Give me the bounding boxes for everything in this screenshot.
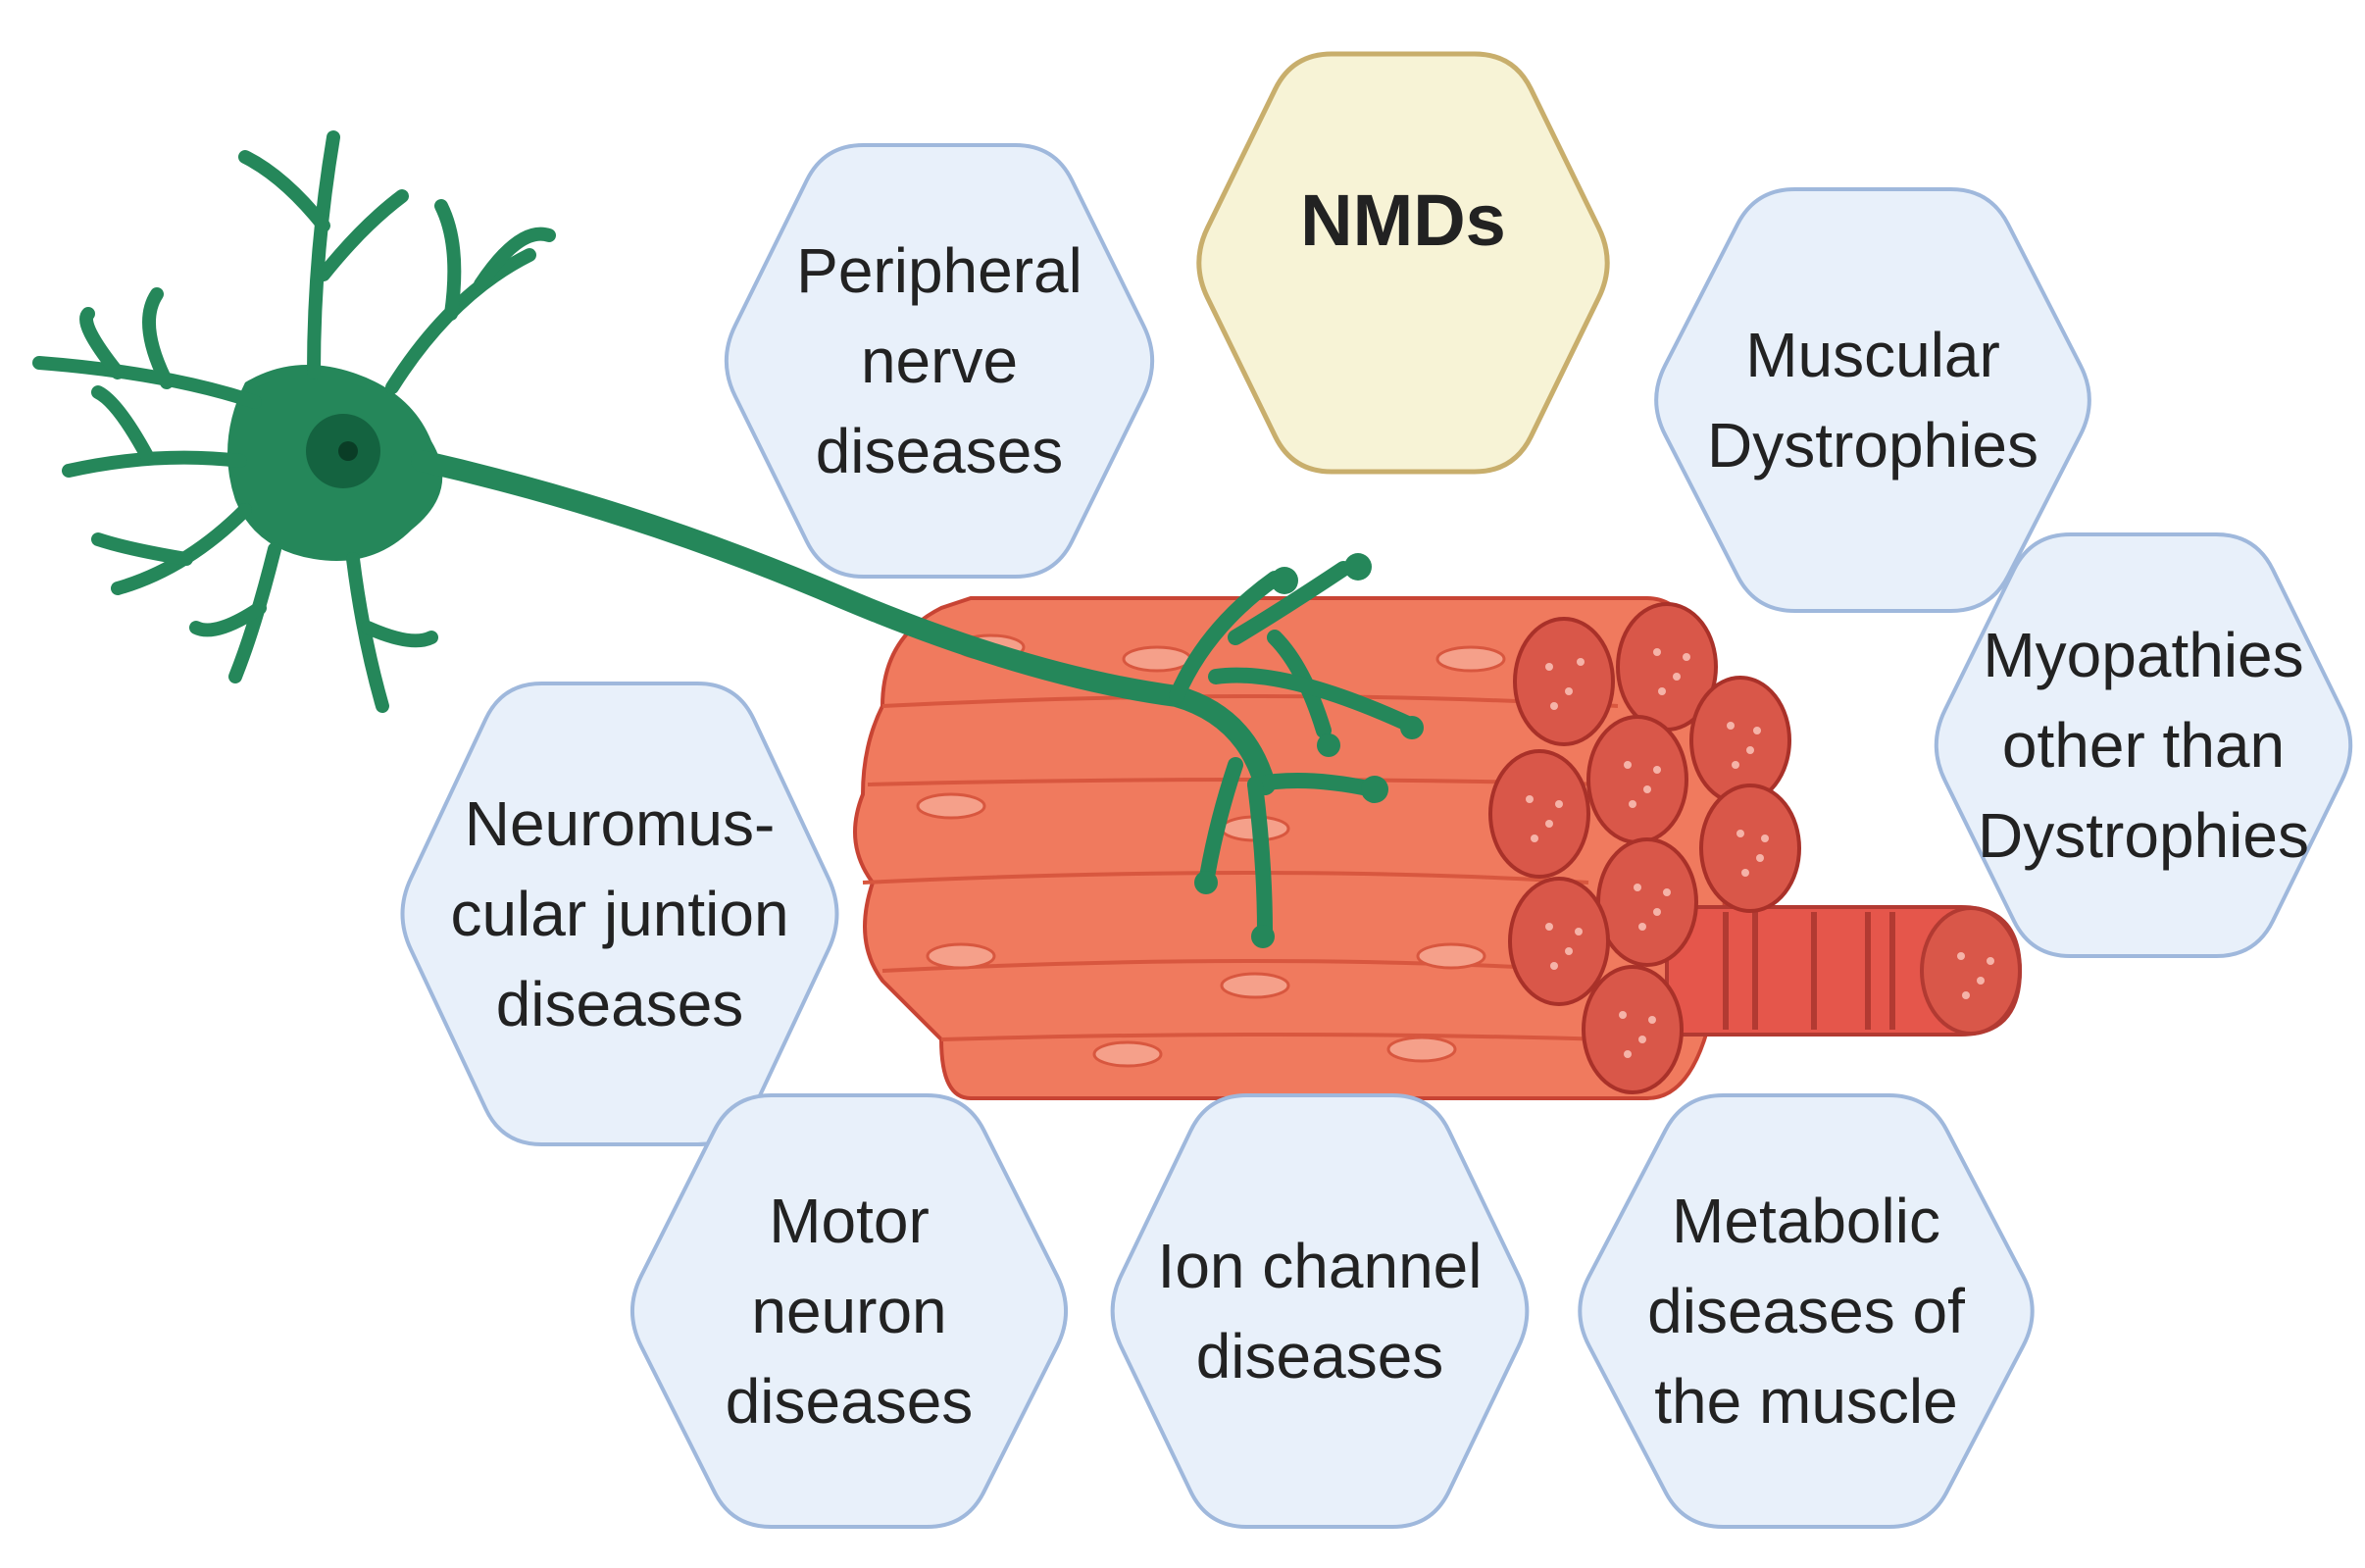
hexagon-label-line: Motor <box>769 1186 930 1256</box>
hexagon-label-line: cular juntion <box>450 879 788 949</box>
hexagon-label-line: neuron <box>751 1276 946 1346</box>
hexagon-shape <box>1654 187 2091 613</box>
hexagon-label-line: diseases <box>726 1366 974 1437</box>
hexagon-label-line: other than <box>2002 710 2285 781</box>
hexagon-label-line: Dystrophies <box>1978 800 2309 871</box>
hexagon-label-line: Metabolic <box>1672 1186 1940 1256</box>
hexagon-shape <box>1578 1093 2035 1529</box>
hexagon-peripheral-nerve: Peripheral nerve diseases <box>724 143 1155 579</box>
hexagon-label-line: the muscle <box>1654 1366 1957 1437</box>
hexagon-label-line: diseases <box>816 416 1064 486</box>
fascicle-cross-sections <box>1488 602 1801 1094</box>
hexagon-label-line: diseases <box>1196 1321 1444 1391</box>
muscle-nuclei <box>916 633 1506 1068</box>
axon-terminals <box>1169 561 1420 939</box>
nmds-hexagon-shape <box>1196 51 1610 475</box>
hexagon-label-line: Neuromus- <box>465 788 776 859</box>
hexagon-label-line: Dystrophies <box>1707 410 2038 481</box>
single-muscle-fiber <box>1665 905 2023 1037</box>
fascicle-texture <box>1526 648 1994 1058</box>
hexagon-label-line: Muscular <box>1745 320 2000 390</box>
hexagon-shape <box>1934 532 2353 958</box>
hexagon-ion-channel: Ion channel diseases <box>1110 1093 1530 1529</box>
muscle-fiber-bundle-icon <box>853 596 2023 1100</box>
neuron-axon <box>411 450 1276 795</box>
hexagon-shape <box>724 143 1155 579</box>
hexagon-label-line: diseases <box>496 969 744 1039</box>
neuron-icon <box>32 130 1424 948</box>
hexagon-label-line: Peripheral <box>796 235 1082 306</box>
hexagon-label-line: diseases of <box>1647 1276 1965 1346</box>
category-hexagons: Peripheral nerve diseases MuscularDystrophi… <box>400 143 2353 1529</box>
hexagon-label-line: Ion channel <box>1158 1231 1483 1301</box>
hexagon-shape <box>1110 1093 1530 1529</box>
hexagon-label-line: Myopathies <box>1983 620 2303 690</box>
hexagon-metabolic: Metabolic diseases of the muscle <box>1578 1093 2035 1529</box>
nmds-title: NMDs <box>1300 179 1506 261</box>
neuron-nucleolus <box>338 441 358 461</box>
synaptic-boutons <box>1194 553 1424 948</box>
neuron-dendrites <box>32 130 556 713</box>
hexagon-label-line: nerve <box>861 326 1018 396</box>
nmds-hexagon <box>1196 51 1610 475</box>
hexagon-neuromuscular-junction: Neuromus-cular juntion diseases <box>400 682 839 1146</box>
hexagon-shape <box>630 1093 1068 1529</box>
hexagon-motor-neuron: Motor neuron diseases <box>630 1093 1068 1529</box>
